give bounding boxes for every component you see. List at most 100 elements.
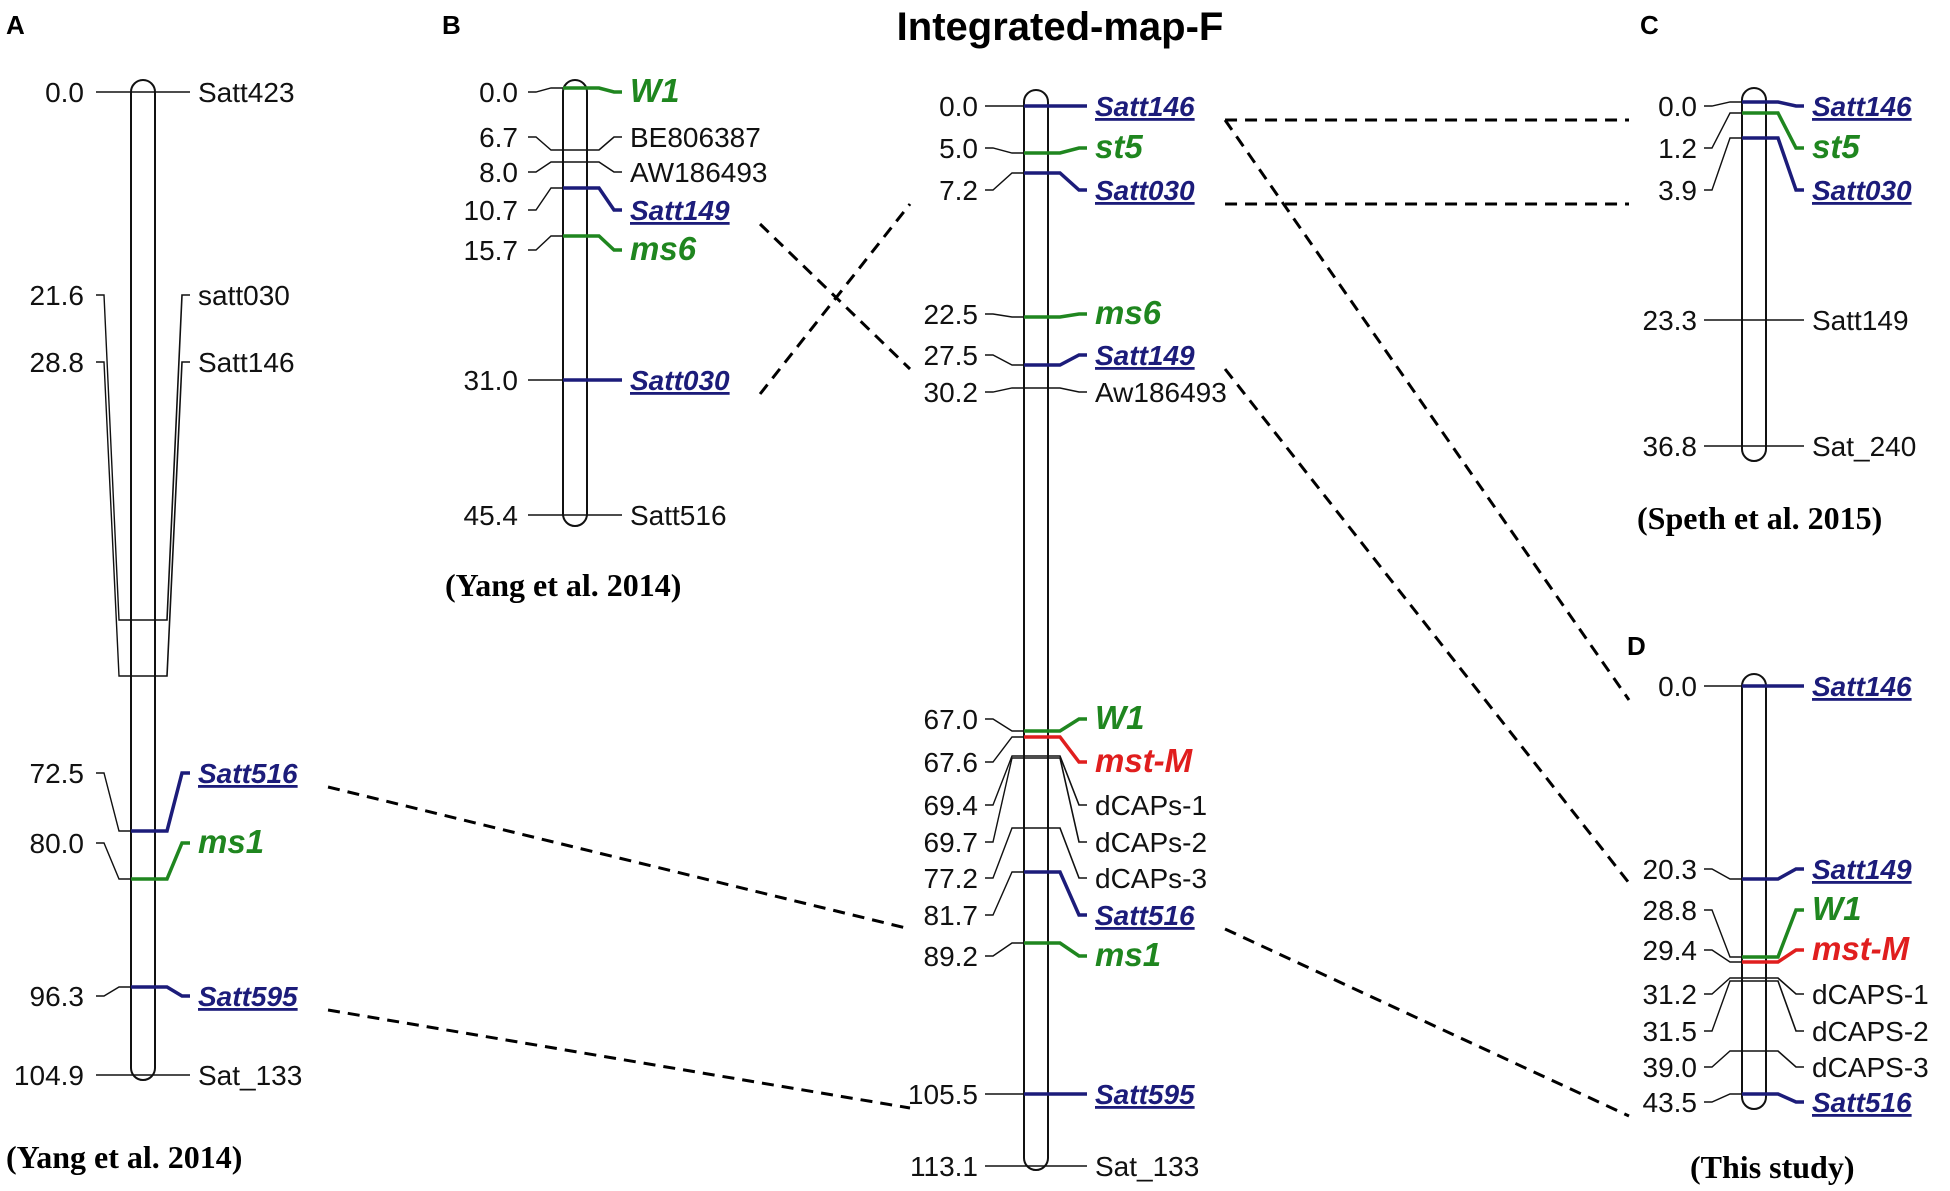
marker-name-ms1: ms1 bbox=[1095, 936, 1161, 973]
panel-letter-d: D bbox=[1627, 631, 1646, 661]
marker-position: 81.7 bbox=[924, 900, 979, 931]
position-tick-satt149 bbox=[528, 187, 563, 211]
connection-lines bbox=[327, 118, 1631, 1118]
marker-position: 72.5 bbox=[30, 758, 85, 789]
position-tick-mst-m bbox=[1704, 949, 1742, 963]
marker-name-satt149: Satt149 bbox=[1812, 854, 1912, 885]
position-tick-ms1 bbox=[96, 842, 131, 880]
name-tick-dcaps-3 bbox=[1048, 827, 1087, 879]
marker-name-satt146: Satt146 bbox=[198, 347, 295, 378]
connection-line bbox=[327, 785, 911, 931]
name-tick-dcaps-1 bbox=[1048, 755, 1087, 806]
name-tick-satt030 bbox=[155, 294, 190, 621]
chromosome-bar-c bbox=[1741, 87, 1767, 462]
marker-name-satt516: Satt516 bbox=[630, 500, 727, 531]
name-tick-w1 bbox=[1766, 908, 1804, 959]
name-tick-dcaps-2 bbox=[1766, 980, 1804, 1032]
name-tick-satt149 bbox=[1766, 867, 1804, 881]
name-tick-satt149 bbox=[587, 186, 622, 212]
marker-position: 28.8 bbox=[30, 347, 85, 378]
name-tick-w1 bbox=[1048, 717, 1087, 733]
connection-line bbox=[758, 222, 912, 371]
connection-line bbox=[1224, 927, 1630, 1118]
name-tick-satt149 bbox=[1048, 353, 1087, 367]
position-tick-dcaps-3 bbox=[985, 827, 1024, 879]
name-tick-w1 bbox=[587, 86, 622, 94]
name-tick-aw186493 bbox=[1048, 387, 1087, 393]
marker-name-dcaps-3: dCAPS-3 bbox=[1812, 1052, 1929, 1083]
marker-name-satt423: Satt423 bbox=[198, 77, 295, 108]
marker-name-satt030: Satt030 bbox=[1095, 175, 1195, 206]
name-tick-satt516 bbox=[1766, 1092, 1804, 1104]
position-tick-w1 bbox=[985, 718, 1024, 732]
position-tick-dcaps-3 bbox=[1704, 1050, 1742, 1068]
marker-name-aw186493: AW186493 bbox=[630, 157, 768, 188]
position-tick-ms1 bbox=[985, 942, 1024, 957]
position-tick-dcaps-2 bbox=[1704, 980, 1742, 1032]
marker-name-satt030: satt030 bbox=[198, 280, 290, 311]
position-tick-satt595 bbox=[96, 986, 131, 997]
marker-name-satt149: Satt149 bbox=[1095, 340, 1195, 371]
position-tick-st5 bbox=[985, 147, 1024, 154]
position-tick-satt516 bbox=[96, 772, 131, 832]
name-tick-satt030 bbox=[1048, 171, 1087, 192]
citation-a: (Yang et al. 2014) bbox=[6, 1139, 242, 1175]
marker-name-w1: W1 bbox=[1812, 890, 1862, 927]
name-tick-satt595 bbox=[155, 985, 190, 998]
marker-position: 15.7 bbox=[464, 235, 519, 266]
marker-position: 3.9 bbox=[1658, 175, 1697, 206]
marker-position: 67.6 bbox=[924, 747, 979, 778]
name-tick-ms1 bbox=[1048, 941, 1087, 958]
name-tick-st5 bbox=[1766, 111, 1804, 150]
marker-position: 22.5 bbox=[924, 299, 979, 330]
chromosome-bar-b bbox=[562, 79, 588, 527]
position-tick-st5 bbox=[1704, 112, 1742, 149]
marker-position: 27.5 bbox=[924, 340, 979, 371]
name-tick-ms6 bbox=[587, 234, 622, 252]
marker-position: 31.2 bbox=[1643, 979, 1698, 1010]
marker-position: 45.4 bbox=[464, 500, 519, 531]
name-tick-satt146 bbox=[155, 361, 190, 677]
name-tick-mst-m bbox=[1048, 735, 1087, 764]
citation-d: (This study) bbox=[1690, 1149, 1855, 1185]
marker-name-st5: st5 bbox=[1095, 128, 1143, 165]
name-tick-satt516 bbox=[155, 771, 190, 833]
marker-name-satt595: Satt595 bbox=[1095, 1079, 1195, 1110]
marker-position: 96.3 bbox=[30, 981, 85, 1012]
marker-position: 30.2 bbox=[924, 377, 979, 408]
name-tick-satt146 bbox=[1766, 100, 1804, 108]
name-tick-ms6 bbox=[1048, 312, 1087, 319]
position-tick-w1 bbox=[528, 87, 563, 93]
position-tick-w1 bbox=[1704, 909, 1742, 958]
marker-position: 69.4 bbox=[924, 790, 979, 821]
position-tick-dcaps-1 bbox=[1704, 977, 1742, 995]
marker-position: 31.5 bbox=[1643, 1016, 1698, 1047]
marker-name-dcaps-2: dCAPS-2 bbox=[1812, 1016, 1929, 1047]
marker-position: 21.6 bbox=[30, 280, 85, 311]
marker-position: 67.0 bbox=[924, 704, 979, 735]
marker-position: 0.0 bbox=[939, 91, 978, 122]
position-tick-satt030 bbox=[985, 172, 1024, 191]
chromosome-bar-d bbox=[1741, 673, 1767, 1110]
connection-line bbox=[1223, 368, 1631, 884]
marker-position: 89.2 bbox=[924, 941, 979, 972]
marker-position: 29.4 bbox=[1643, 935, 1698, 966]
name-tick-satt030 bbox=[1766, 136, 1804, 192]
chromosome-bar-integrated bbox=[1023, 89, 1049, 1171]
marker-position: 105.5 bbox=[908, 1079, 978, 1110]
name-tick-ms1 bbox=[155, 841, 190, 881]
name-tick-be806387 bbox=[587, 136, 622, 151]
marker-name-dcaps-1: dCAPS-1 bbox=[1812, 979, 1929, 1010]
position-tick-satt030 bbox=[1704, 137, 1742, 191]
panel-letter-b: B bbox=[442, 10, 461, 40]
position-tick-mst-m bbox=[985, 736, 1024, 763]
position-tick-satt146 bbox=[96, 361, 131, 677]
diagram-title: Integrated-map-F bbox=[897, 5, 1224, 49]
